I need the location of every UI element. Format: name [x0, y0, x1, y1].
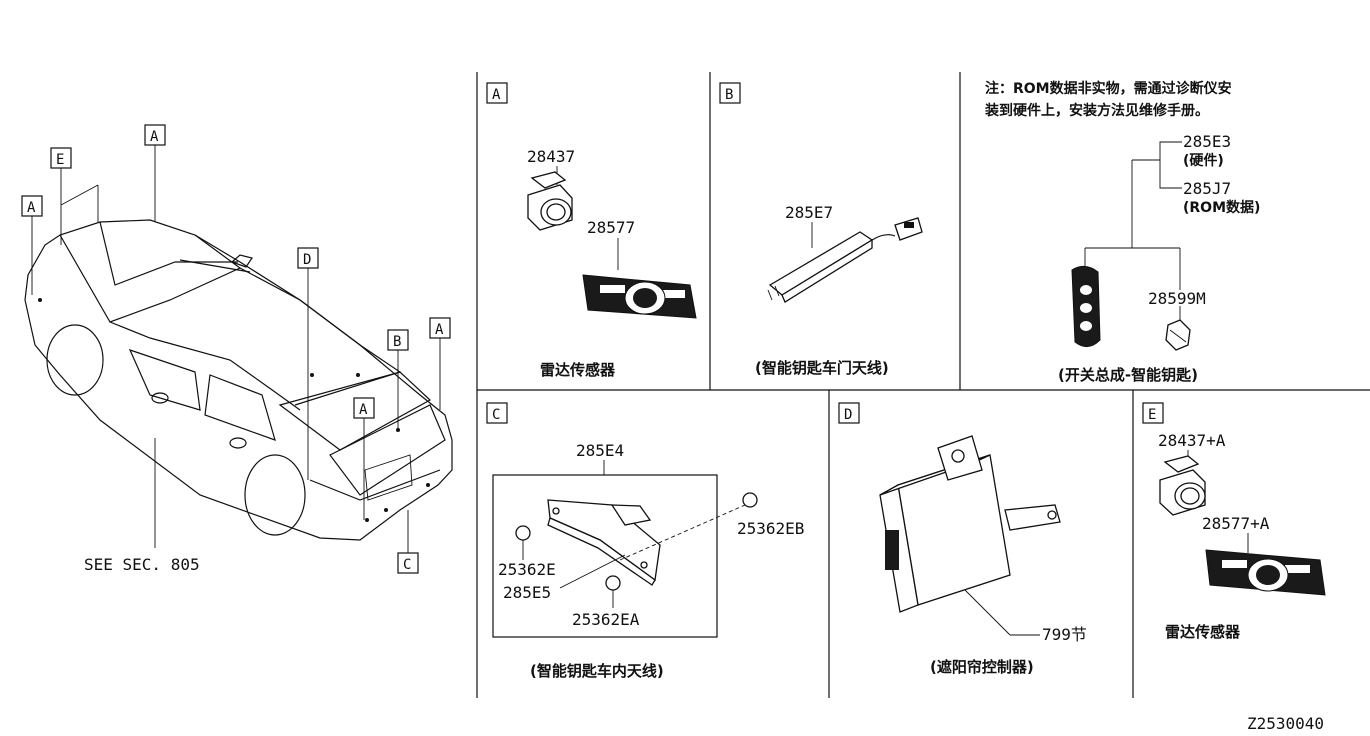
- panel-rom-caption: (开关总成-智能钥匙): [1058, 366, 1198, 384]
- part-25362E: 25362E: [498, 560, 556, 579]
- panel-rom: 注：ROM数据非实物，需通过诊断仪安 装到硬件上，安装方法见维修手册。 285E…: [984, 80, 1260, 384]
- callout-e: E: [56, 152, 64, 168]
- part-285E3: 285E3: [1183, 132, 1231, 151]
- callout-a-front: A: [27, 200, 36, 216]
- part-28577: 28577: [587, 218, 635, 237]
- rom-note-line1: 注：ROM数据非实物，需通过诊断仪安: [985, 80, 1232, 97]
- sunshade-controller-icon: [879, 435, 1061, 613]
- radar-sensor-icon: [527, 171, 573, 231]
- panel-e: E 28437+A 28577+A 雷达传感器: [1142, 402, 1326, 641]
- part-25362EB: 25362EB: [737, 519, 804, 538]
- interior-antenna-icon: [547, 499, 661, 586]
- part-285J7-desc: (ROM数据): [1183, 199, 1260, 216]
- callout-b: B: [393, 334, 401, 350]
- callout-c: C: [403, 557, 411, 573]
- panel-d: D 799节 (遮阳帘控制器): [838, 402, 1087, 676]
- part-28437: 28437: [527, 147, 575, 166]
- panel-c-tag: C: [492, 407, 500, 423]
- sensor-bracket-icon: [582, 274, 697, 319]
- see-section-label: SEE SEC. 805: [84, 555, 200, 574]
- door-antenna-icon: [767, 217, 923, 303]
- panel-d-tag: D: [844, 407, 852, 423]
- panel-b-caption: (智能钥匙车门天线): [755, 359, 889, 377]
- radar-sensor-e-icon: [1159, 455, 1206, 516]
- part-25362EA: 25362EA: [572, 610, 640, 629]
- diagram-id: Z2530040: [1247, 714, 1324, 733]
- callout-a-rear-right: A: [435, 322, 444, 338]
- panel-c-caption: (智能钥匙车内天线): [530, 662, 664, 680]
- rom-note-line2: 装到硬件上，安装方法见维修手册。: [984, 102, 1209, 119]
- part-28437A: 28437+A: [1158, 431, 1226, 450]
- panel-e-caption: 雷达传感器: [1165, 623, 1241, 641]
- part-285E7: 285E7: [785, 203, 833, 222]
- part-799: 799节: [1042, 625, 1087, 644]
- callout-a-rear: A: [359, 402, 368, 418]
- panel-b-tag: B: [725, 87, 733, 103]
- panel-a: A 28437 28577 雷达传感器: [486, 82, 697, 379]
- part-285J7: 285J7: [1183, 179, 1231, 198]
- part-28577A: 28577+A: [1202, 514, 1270, 533]
- callout-d: D: [303, 252, 311, 268]
- panel-grid: [476, 72, 1370, 698]
- panel-a-caption: 雷达传感器: [540, 361, 616, 379]
- panel-c: C 285E4 25362EB 25362E 285E5 25362EA (智能…: [486, 402, 804, 680]
- part-285E5: 285E5: [503, 583, 551, 602]
- car-callouts: A E A D B A A C SEE SEC. 805: [21, 124, 451, 574]
- part-28599M: 28599M: [1148, 289, 1206, 308]
- car-illustration: [24, 219, 453, 541]
- smart-key-icon: [1071, 266, 1101, 347]
- callout-a-roof: A: [150, 129, 159, 145]
- panel-e-tag: E: [1148, 407, 1156, 423]
- part-285E4: 285E4: [576, 441, 624, 460]
- panel-d-caption: (遮阳帘控制器): [930, 658, 1034, 676]
- panel-b: B 285E7 (智能钥匙车门天线): [719, 82, 923, 377]
- sensor-bracket-e-icon: [1205, 549, 1326, 596]
- panel-a-tag: A: [492, 87, 501, 103]
- part-285E3-desc: (硬件): [1183, 152, 1224, 169]
- key-battery-icon: [1165, 306, 1191, 351]
